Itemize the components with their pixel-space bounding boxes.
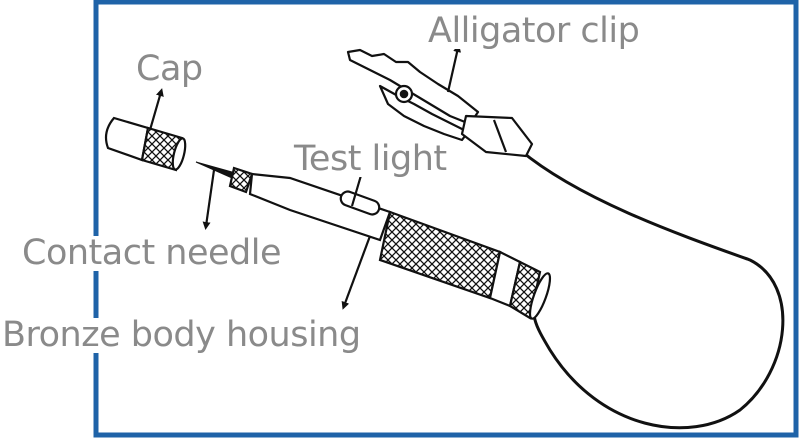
cap-arrow <box>148 88 164 131</box>
diagram-frame <box>93 0 799 438</box>
label-cap: Cap <box>134 49 205 89</box>
lead-wire <box>519 148 785 430</box>
cap-illustration <box>104 116 187 172</box>
alligator-clip-arrow <box>446 44 462 93</box>
label-test-light: Test light <box>292 139 449 179</box>
test-light-arrow <box>350 168 365 207</box>
bronze-body-housing-arrow <box>341 235 372 310</box>
alligator-clip <box>346 48 534 158</box>
probe-body <box>228 166 552 320</box>
label-alligator-clip: Alligator clip <box>426 11 642 51</box>
label-bronze-body-housing: Bronze body housing <box>0 315 363 355</box>
contact-needle-arrow <box>202 169 216 230</box>
label-contact-needle: Contact needle <box>20 233 284 273</box>
